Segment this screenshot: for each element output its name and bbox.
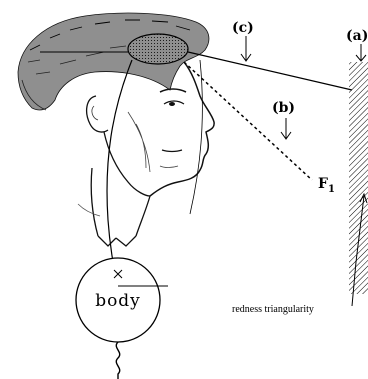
arrow-a-icon	[356, 44, 366, 61]
label-c: (c)	[232, 20, 254, 36]
body-tail	[116, 342, 119, 379]
label-f1-sub: 1	[328, 184, 335, 195]
label-a: (a)	[346, 28, 368, 44]
label-b: (b)	[272, 100, 295, 116]
arrow-b-icon	[281, 118, 291, 139]
body-label: body	[95, 291, 141, 311]
hatched-surface-icon	[349, 62, 368, 294]
line-c	[188, 52, 352, 90]
caption-redness-triangularity: redness triangularity	[232, 304, 314, 315]
arrow-c-icon	[241, 36, 251, 61]
label-f1-main: F	[318, 176, 328, 192]
nerve-line	[107, 60, 132, 284]
receptive-ellipse-icon	[128, 34, 188, 64]
label-f1: F1	[318, 176, 335, 195]
